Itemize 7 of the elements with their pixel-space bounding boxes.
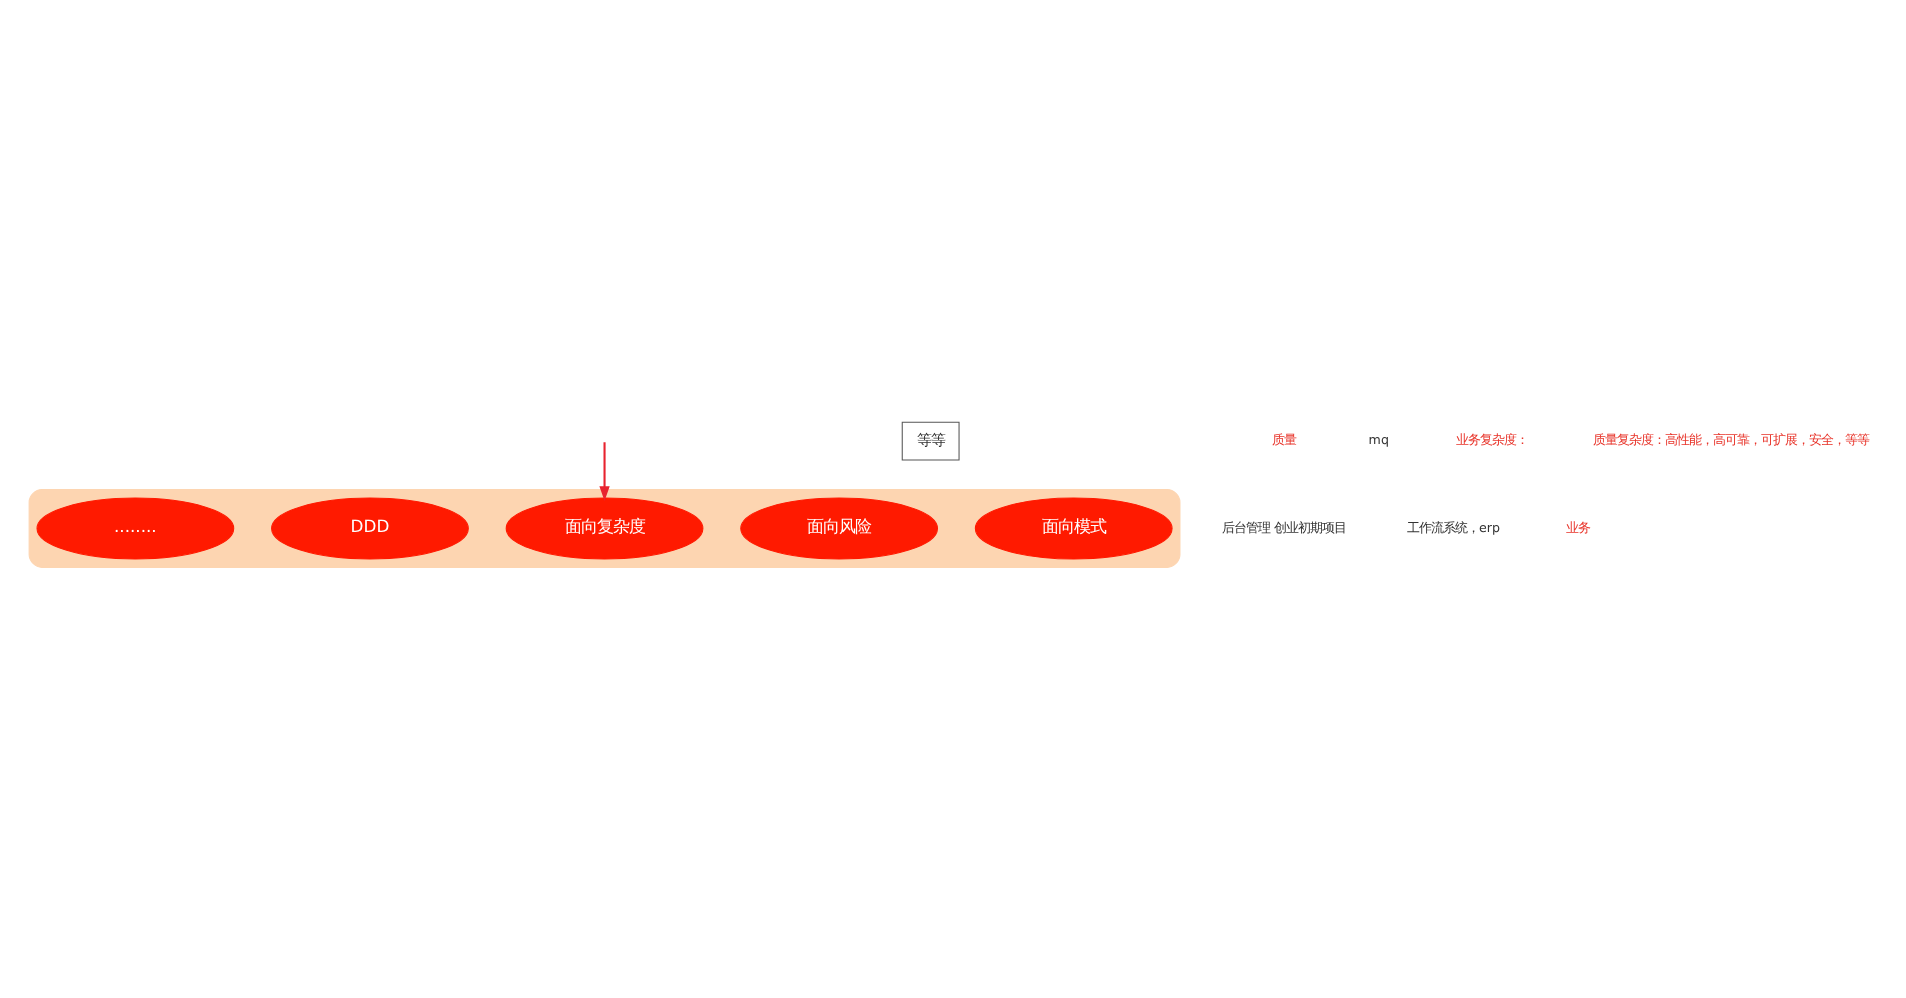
node-ellipse: 面向风险	[740, 497, 938, 560]
node-ellipse: 面向模式	[974, 497, 1173, 560]
node-ellipse: 面向复杂度	[505, 497, 704, 560]
node-ellipse: DDD	[271, 497, 469, 560]
node-ellipse: ........	[36, 497, 235, 560]
arrow	[599, 442, 610, 502]
cluster	[28, 489, 1181, 568]
